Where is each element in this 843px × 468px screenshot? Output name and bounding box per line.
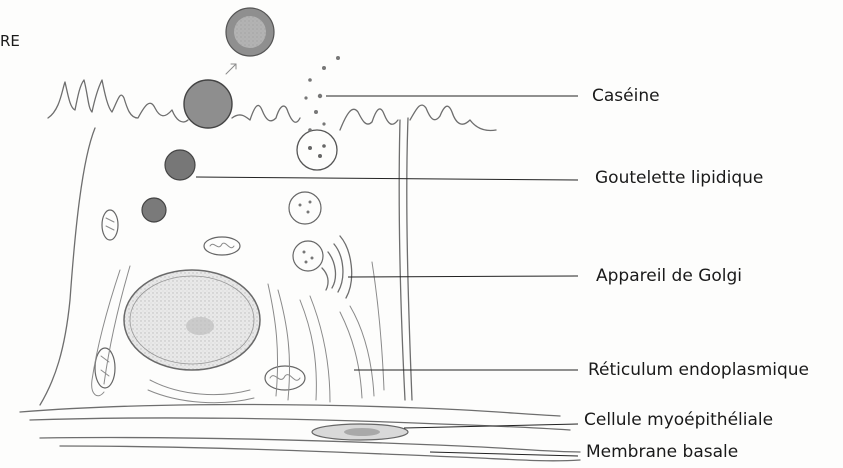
label-caseine: Caséine bbox=[592, 86, 660, 106]
leader-goutelette bbox=[196, 177, 578, 180]
leader-myoepitheliale bbox=[404, 424, 578, 428]
lipid-droplet-secreting bbox=[184, 80, 232, 128]
label-reticulum: Réticulum endoplasmique bbox=[588, 360, 809, 380]
microvilli bbox=[48, 80, 188, 122]
label-goutelette: Goutelette lipidique bbox=[595, 168, 763, 188]
label-golgi: Appareil de Golgi bbox=[596, 266, 742, 286]
leader-golgi bbox=[348, 276, 578, 277]
leader-membrane bbox=[430, 452, 578, 456]
label-membrane: Membrane basale bbox=[586, 442, 738, 462]
basal-layer bbox=[20, 405, 560, 416]
cell-membrane bbox=[40, 128, 95, 405]
casein-granules bbox=[304, 56, 340, 132]
label-myoepitheliale: Cellule myoépithéliale bbox=[584, 410, 773, 430]
golgi-apparatus bbox=[322, 236, 352, 298]
